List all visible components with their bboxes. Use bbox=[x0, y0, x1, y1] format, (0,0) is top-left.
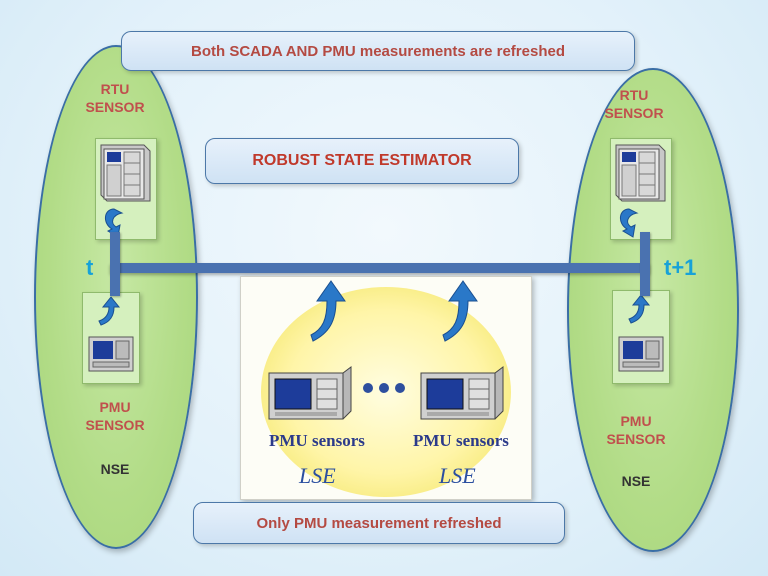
right-pmu-label-line2: SENSOR bbox=[606, 431, 666, 447]
lse-panel: PMU sensors PMU sensors LSE LSE bbox=[240, 276, 532, 500]
center-banner-text: ROBUST STATE ESTIMATOR bbox=[252, 152, 472, 169]
ellipsis-dot bbox=[379, 383, 389, 393]
ellipsis-dot bbox=[363, 383, 373, 393]
left-bus-vertical bbox=[110, 232, 120, 296]
left-rtu-panel bbox=[95, 138, 157, 240]
pmu-device-icon bbox=[268, 366, 352, 420]
time-bus-horizontal bbox=[110, 263, 650, 273]
right-rtu-panel bbox=[610, 138, 672, 240]
left-pmu-label-line1: PMU bbox=[99, 399, 131, 415]
lse-label: LSE bbox=[439, 463, 476, 488]
pmu-device-icon bbox=[618, 294, 664, 372]
bottom-banner: Only PMU measurement refreshed bbox=[193, 502, 565, 544]
time-t-plus-1-label: t+1 bbox=[664, 255, 697, 280]
right-rtu-label-line1: RTU bbox=[619, 87, 649, 103]
lse-label: LSE bbox=[299, 463, 336, 488]
upload-arrow-icon bbox=[442, 280, 478, 342]
left-rtu-label: RTU SENSOR bbox=[80, 80, 150, 116]
top-banner: Both SCADA AND PMU measurements are refr… bbox=[121, 31, 635, 71]
right-pmu-label: PMU SENSOR bbox=[598, 412, 674, 448]
pmu-sensors-label: PMU sensors bbox=[269, 431, 365, 450]
right-rtu-label-line2: SENSOR bbox=[604, 105, 664, 121]
right-pmu-panel bbox=[612, 290, 670, 384]
left-pmu-panel bbox=[82, 292, 140, 384]
right-nse-label: NSE bbox=[621, 473, 651, 489]
right-rtu-label: RTU SENSOR bbox=[596, 86, 672, 122]
robust-state-estimator-banner: ROBUST STATE ESTIMATOR bbox=[205, 138, 519, 184]
time-t-label: t bbox=[86, 255, 94, 280]
left-pmu-label-line2: SENSOR bbox=[85, 417, 145, 433]
pmu-sensors-label: PMU sensors bbox=[413, 431, 509, 450]
rtu-server-icon bbox=[615, 144, 666, 238]
pmu-device-icon bbox=[420, 366, 504, 420]
left-rtu-label-line1: RTU bbox=[100, 81, 130, 97]
top-banner-text: Both SCADA AND PMU measurements are refr… bbox=[191, 42, 565, 60]
left-pmu-label: PMU SENSOR bbox=[80, 398, 150, 434]
left-rtu-label-line2: SENSOR bbox=[85, 99, 145, 115]
rtu-server-icon bbox=[100, 144, 151, 238]
right-bus-vertical bbox=[640, 232, 650, 296]
left-nse-label: NSE bbox=[100, 461, 130, 477]
pmu-device-icon bbox=[88, 296, 134, 372]
bottom-banner-text: Only PMU measurement refreshed bbox=[256, 514, 502, 532]
right-pmu-label-line1: PMU bbox=[620, 413, 652, 429]
upload-arrow-icon bbox=[310, 280, 346, 342]
ellipsis-dot bbox=[395, 383, 405, 393]
